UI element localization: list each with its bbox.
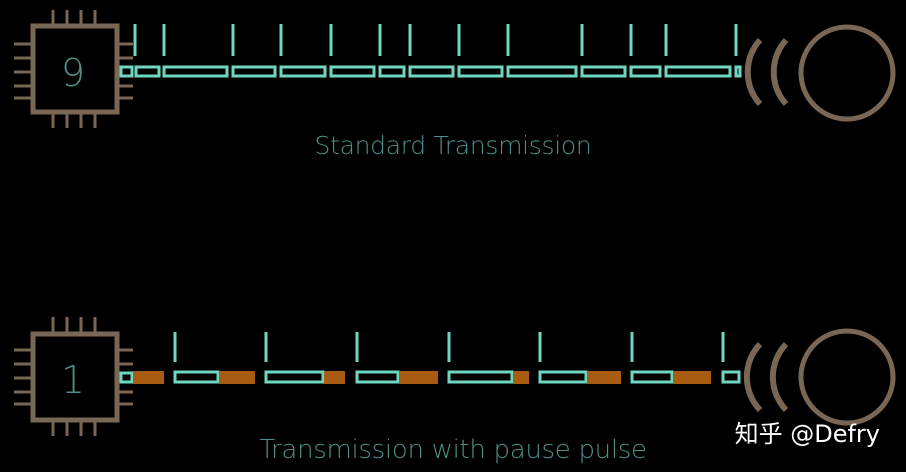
pause-pulse bbox=[133, 371, 164, 384]
data-pulse bbox=[721, 370, 741, 384]
data-pulse bbox=[630, 370, 674, 384]
data-pulse bbox=[457, 65, 504, 78]
data-pulse bbox=[119, 371, 134, 384]
data-pulse bbox=[538, 370, 588, 384]
data-pulses bbox=[119, 370, 741, 384]
pulse-train bbox=[119, 332, 741, 384]
watermark: 知乎 @Defry bbox=[734, 420, 880, 448]
chip-icon bbox=[14, 317, 133, 436]
chip-label: 1 bbox=[61, 358, 85, 402]
data-pulse bbox=[664, 65, 732, 78]
data-pulse bbox=[378, 65, 406, 78]
data-pulse bbox=[231, 65, 277, 78]
receiver-antenna-icon bbox=[744, 24, 896, 122]
data-pulse bbox=[447, 370, 514, 384]
data-pulse bbox=[279, 65, 327, 78]
data-pulse bbox=[329, 65, 376, 78]
data-pulse bbox=[134, 65, 161, 78]
pause-pulse-transmission-caption: Transmission with pause pulse bbox=[259, 435, 647, 465]
data-pulse bbox=[355, 370, 400, 384]
chip-label: 9 bbox=[61, 51, 85, 95]
data-pulse bbox=[629, 65, 662, 78]
receiver-antenna-icon bbox=[743, 328, 896, 426]
data-pulse bbox=[408, 65, 455, 78]
data-pulse bbox=[580, 65, 627, 78]
pause-pulse bbox=[513, 371, 529, 384]
pause-pulse bbox=[324, 371, 345, 384]
clock-ticks bbox=[173, 332, 725, 362]
standard-transmission-caption: Standard Transmission bbox=[314, 131, 592, 160]
pulse-train bbox=[119, 24, 742, 78]
pause-pulses bbox=[133, 371, 711, 384]
data-pulse bbox=[506, 65, 578, 78]
pause-pulse bbox=[219, 371, 255, 384]
standard-transmission-diagram: 9 bbox=[14, 10, 896, 128]
pause-pulse bbox=[399, 371, 438, 384]
data-pulse bbox=[264, 370, 325, 384]
clock-ticks bbox=[133, 24, 738, 56]
pause-pulse bbox=[673, 371, 711, 384]
data-pulse bbox=[734, 65, 742, 78]
data-pulse bbox=[162, 65, 229, 78]
pause-pulse bbox=[587, 371, 621, 384]
data-pulse bbox=[119, 65, 134, 78]
pause-pulse-transmission-diagram: 1 bbox=[14, 317, 896, 436]
data-pulse bbox=[173, 370, 220, 384]
chip-icon bbox=[14, 10, 133, 128]
